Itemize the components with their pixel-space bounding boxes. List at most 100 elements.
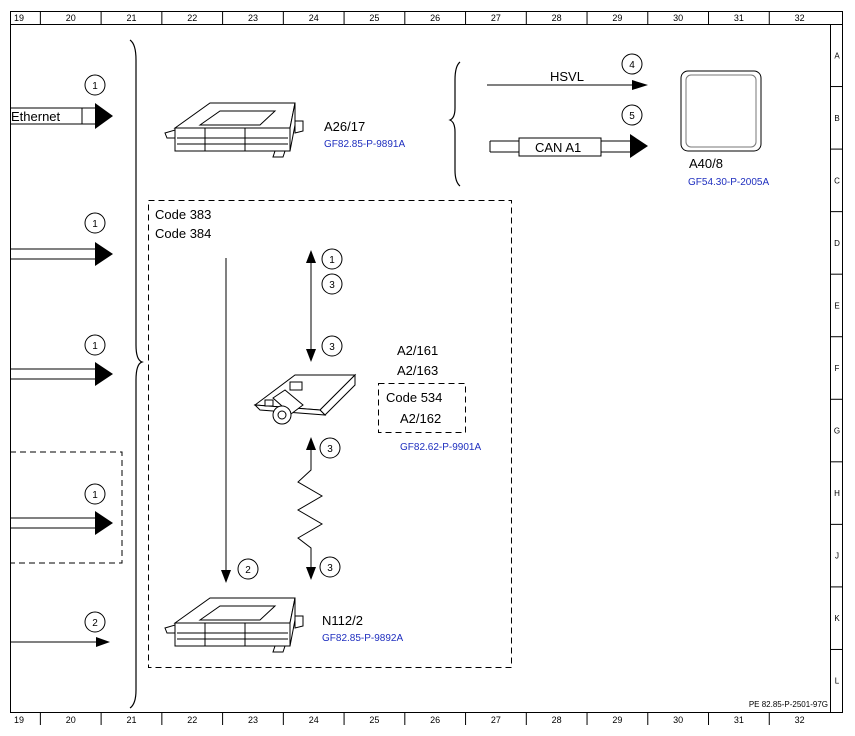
signal-circle-inner-3b: 3	[321, 335, 343, 357]
column-number: 23	[248, 13, 258, 23]
a2-163-name: A2/163	[397, 363, 438, 378]
code-534-box	[378, 383, 466, 433]
row-letter: B	[834, 114, 839, 123]
column-number: 20	[66, 13, 76, 23]
code-384-label: Code 384	[155, 226, 211, 241]
column-number: 26	[430, 715, 440, 725]
wireless-zigzag-arrow	[297, 437, 323, 580]
signal-circle-3: 1	[84, 334, 106, 356]
a26-name: A26/17	[324, 119, 365, 134]
svg-text:3: 3	[327, 444, 333, 455]
signal-row-3	[10, 362, 113, 386]
column-number: 27	[491, 13, 501, 23]
row-letter: G	[834, 427, 840, 436]
column-number: 22	[187, 715, 197, 725]
hsvl-circle: 4	[621, 53, 643, 75]
can-circle: 5	[621, 104, 643, 126]
column-number: 29	[612, 13, 622, 23]
column-number: 19	[14, 13, 24, 23]
control-unit-n112-icon	[164, 597, 304, 653]
svg-text:4: 4	[629, 60, 635, 71]
signal-circle-5: 2	[84, 611, 106, 633]
column-number: 31	[734, 13, 744, 23]
column-number: 26	[430, 13, 440, 23]
can-label: CAN A1	[535, 140, 581, 155]
right-row-letters: A B C D E F G H J K L	[830, 51, 843, 686]
signal-circle-inner-3c: 3	[319, 437, 341, 459]
row-letter: E	[834, 301, 839, 310]
column-number: 30	[673, 715, 683, 725]
ethernet-label: Ethernet	[11, 109, 61, 124]
row-letter: K	[834, 614, 840, 623]
code-383-label: Code 383	[155, 207, 211, 222]
row-letter: H	[834, 489, 840, 498]
a40-ref-link[interactable]: GF54.30-P-2005A	[688, 177, 769, 188]
signal-down-arrow	[221, 258, 231, 583]
column-number: 25	[369, 13, 379, 23]
svg-text:1: 1	[92, 219, 98, 230]
column-number: 32	[795, 715, 805, 725]
column-number: 30	[673, 13, 683, 23]
hsvl-bus: HSVL	[487, 69, 648, 90]
column-number: 27	[491, 715, 501, 725]
signal-circle-1: 1	[84, 74, 106, 96]
column-number: 28	[552, 13, 562, 23]
svg-text:1: 1	[92, 81, 98, 92]
signal-circle-inner-3a: 3	[321, 273, 343, 295]
svg-text:2: 2	[245, 565, 251, 576]
signal-row-4-dashed-box	[10, 451, 123, 564]
row-letter: F	[835, 364, 840, 373]
column-number: 21	[126, 13, 136, 23]
signal-circle-2: 1	[84, 212, 106, 234]
svg-text:3: 3	[329, 280, 335, 291]
arrow-head	[95, 103, 113, 129]
column-number: 22	[187, 13, 197, 23]
bidirectional-arrow	[306, 250, 316, 362]
a2-161-name: A2/161	[397, 343, 438, 358]
a2-ref-link[interactable]: GF82.62-P-9901A	[400, 442, 481, 453]
ethernet-signal: Ethernet	[10, 103, 113, 129]
signal-circle-inner-1: 1	[321, 248, 343, 270]
display-a40-icon	[680, 70, 762, 152]
code-383-384-box	[148, 200, 512, 668]
svg-text:5: 5	[629, 111, 635, 122]
column-number: 21	[126, 715, 136, 725]
row-letter: J	[835, 552, 839, 561]
n112-ref-link[interactable]: GF82.85-P-9892A	[322, 633, 403, 644]
svg-text:1: 1	[92, 490, 98, 501]
row-letter: L	[835, 677, 840, 686]
control-unit-a26-icon	[164, 102, 304, 158]
signal-circle-inner-3d: 3	[319, 556, 341, 578]
signal-circle-inner-2: 2	[237, 558, 259, 580]
a26-ref-link[interactable]: GF82.85-P-9891A	[324, 139, 405, 150]
signal-circle-4: 1	[84, 483, 106, 505]
left-brace	[129, 39, 144, 709]
row-letter: A	[834, 51, 840, 60]
column-number: 28	[552, 715, 562, 725]
a2-162-name: A2/162	[400, 411, 441, 426]
document-id: PE 82.85-P-2501-97G	[749, 700, 828, 709]
row-letter: D	[834, 239, 840, 248]
column-number: 23	[248, 715, 258, 725]
antenna-module-a2-icon	[253, 373, 357, 425]
column-number: 19	[14, 715, 24, 725]
svg-text:3: 3	[329, 342, 335, 353]
can-bus: CAN A1	[489, 134, 648, 158]
column-number: 25	[369, 715, 379, 725]
svg-text:2: 2	[92, 618, 98, 629]
column-number: 29	[612, 715, 622, 725]
row-letter: C	[834, 176, 840, 185]
column-number: 24	[309, 13, 319, 23]
signal-row-2	[10, 242, 113, 266]
signal-row-5	[10, 637, 110, 647]
svg-text:1: 1	[92, 341, 98, 352]
column-number: 20	[66, 715, 76, 725]
n112-name: N112/2	[322, 613, 363, 628]
code-534-label: Code 534	[386, 390, 442, 405]
svg-text:3: 3	[327, 563, 333, 574]
top-ruler-ticks	[39, 11, 770, 725]
hsvl-label: HSVL	[550, 69, 584, 84]
svg-text:1: 1	[329, 255, 335, 266]
